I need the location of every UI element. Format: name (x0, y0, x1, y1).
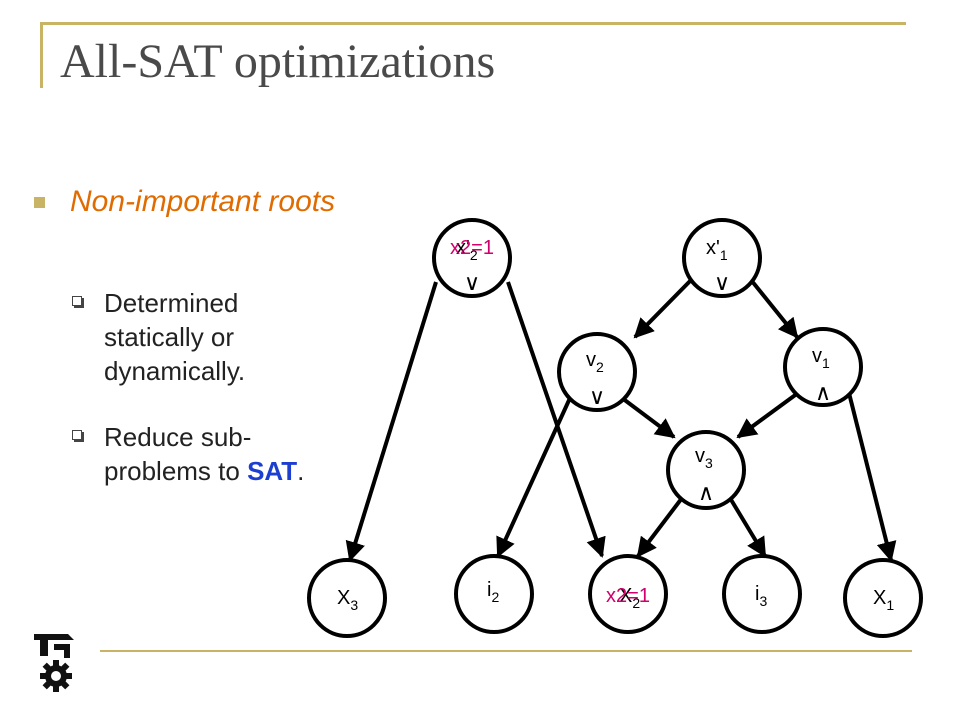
checkbox-bullet-icon (72, 430, 82, 440)
assignment-overlay-bottom: x2=1 (606, 585, 650, 607)
node-v1: v1 ∧ (783, 327, 863, 407)
sat-highlight: SAT (247, 456, 298, 486)
svg-text:x'2: x'2 (456, 237, 478, 263)
sub-bullet-2-text: Reduce sub-problems to SAT. (104, 420, 324, 488)
edge-v2-v3 (620, 396, 676, 439)
technion-logo-icon (34, 634, 74, 692)
node-i3: i3 (722, 554, 802, 634)
main-bullet-text: Non-important roots (70, 185, 336, 218)
frame-top-line (40, 22, 906, 25)
assignment-overlay-top: x2=1 (450, 237, 494, 259)
svg-text:v3: v3 (695, 445, 713, 471)
node-X1: X1 (843, 558, 923, 638)
svg-text:x'1: x'1 (706, 237, 728, 263)
edge-v2-i2 (496, 397, 572, 558)
frame-left-line (40, 22, 43, 88)
sub-bullet-2-suffix: . (297, 456, 305, 486)
svg-text:X2: X2 (619, 585, 640, 611)
svg-text:i2: i2 (487, 579, 499, 605)
or-operator-icon: ∨ (714, 271, 730, 296)
node-v2: v2 ∨ (557, 332, 637, 412)
or-operator-icon: ∨ (589, 385, 605, 410)
node-v3: v3 ∧ (666, 430, 746, 510)
and-operator-icon: ∧ (698, 481, 714, 506)
node-X3: X3 (307, 558, 387, 638)
node-X2: X2 x2=1 (588, 554, 668, 634)
page-title: All-SAT optimizations (60, 35, 496, 88)
svg-text:i3: i3 (755, 583, 767, 609)
edge-x2p-X3 (345, 281, 438, 562)
sub-bullet-1-text: Determined statically or dynamically. (104, 288, 246, 386)
edge-v3-i3 (728, 496, 767, 558)
frame-bottom-line (100, 650, 912, 652)
edge-x1p-v2 (633, 273, 698, 339)
svg-text:X1: X1 (873, 587, 894, 613)
edge-v1-X1 (847, 392, 897, 562)
and-operator-icon: ∧ (815, 381, 831, 406)
svg-text:X3: X3 (337, 587, 358, 613)
edge-x2p-X2 (506, 281, 606, 558)
edge-v1-v3 (736, 391, 800, 439)
or-operator-icon: ∨ (464, 271, 480, 296)
square-bullet-icon (34, 197, 45, 208)
node-x1-prime: x'1 ∨ (682, 218, 762, 298)
svg-text:v1: v1 (812, 345, 830, 371)
node-i2: i2 (454, 554, 534, 634)
checkbox-bullet-icon (72, 296, 82, 306)
edge-v3-X2 (636, 496, 684, 558)
svg-text:v2: v2 (586, 349, 604, 375)
sub-bullet-2-prefix: Reduce sub-problems to (104, 422, 252, 486)
node-x2-prime: x'2 ∨ x2=1 (432, 218, 512, 298)
edge-x1p-v1 (745, 273, 799, 339)
